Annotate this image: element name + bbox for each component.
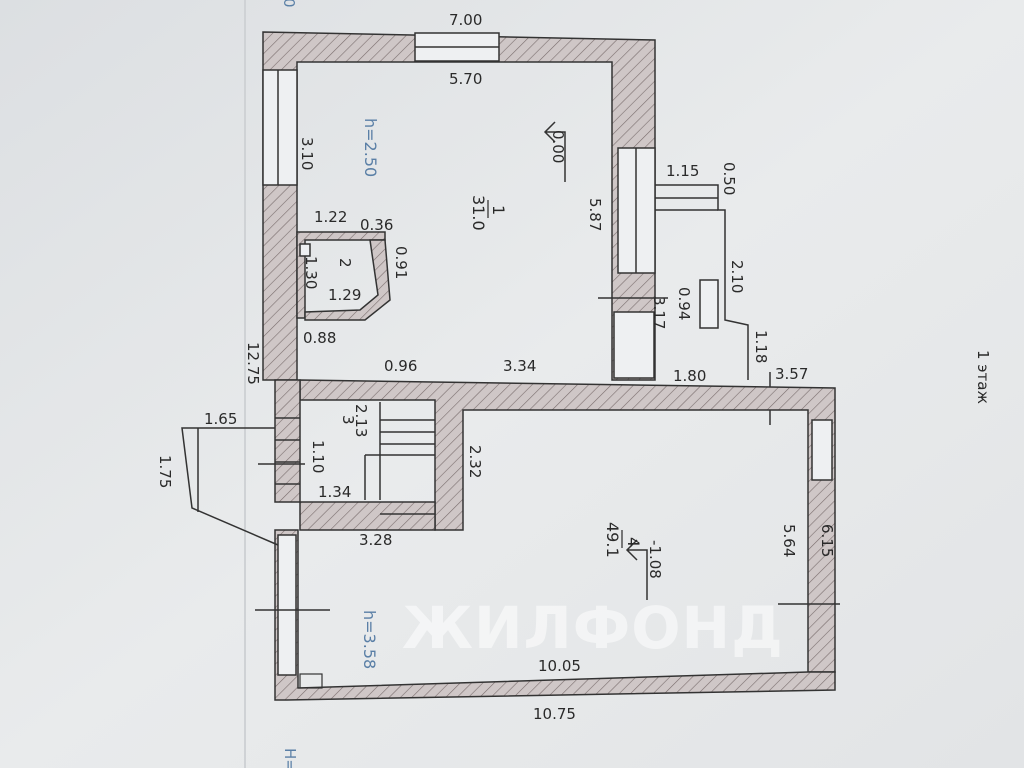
room-3-number: 3 xyxy=(339,415,357,425)
room-1-area: 31.0 xyxy=(469,195,488,231)
dim-0-88: 0.88 xyxy=(303,329,336,347)
dim-0-96: 0.96 xyxy=(384,357,417,375)
dim-5-87: 5.87 xyxy=(586,198,604,231)
dim-3-28: 3.28 xyxy=(359,531,392,549)
dim-6-15: 6.15 xyxy=(818,524,836,557)
dim-1-34: 1.34 xyxy=(318,483,351,501)
left-porch xyxy=(181,427,279,546)
room-4-number: 4 xyxy=(624,537,643,547)
dim-1-10: 1.10 xyxy=(309,440,327,473)
room-4-level: -1.08 xyxy=(646,540,664,579)
dim-5-70: 5.70 xyxy=(449,70,482,88)
dim-2-10: 2.10 xyxy=(728,260,746,293)
dim-7-00: 7.00 xyxy=(449,11,482,29)
dim-5-64: 5.64 xyxy=(780,524,798,557)
lower-block-walls xyxy=(255,379,840,701)
dim-1-80: 1.80 xyxy=(673,367,706,385)
dim-3-17: 3.17 xyxy=(650,296,668,329)
room-2-closet xyxy=(296,231,391,321)
dim-1-18: 1.18 xyxy=(752,330,770,363)
edge-fragment-top: 0 xyxy=(280,0,298,8)
dim-0-50: 0.50 xyxy=(720,162,738,195)
dimension-labels: 7.00 5.70 3.10 5.87 1.15 0.50 2.10 0.94 … xyxy=(156,11,836,723)
room-1-height: h=2.50 xyxy=(361,118,380,177)
dim-0-91: 0.91 xyxy=(392,246,410,279)
dim-1-65: 1.65 xyxy=(204,410,237,428)
dim-1-75: 1.75 xyxy=(156,455,174,488)
dim-3-34: 3.34 xyxy=(503,357,536,375)
dim-10-05: 10.05 xyxy=(538,657,581,675)
edge-fragment-bottom: H= xyxy=(281,748,299,768)
dim-2-13: 2.13 xyxy=(352,404,370,437)
room-4-height: h=3.58 xyxy=(360,610,379,669)
dim-1-29: 1.29 xyxy=(328,286,361,304)
dim-2-32: 2.32 xyxy=(466,445,484,478)
dim-10-75: 10.75 xyxy=(533,705,576,723)
level-markers xyxy=(543,121,648,600)
dim-3-57: 3.57 xyxy=(775,365,808,383)
dim-3-10: 3.10 xyxy=(298,137,316,170)
room-1-level: 0.00 xyxy=(549,130,567,163)
upper-block-walls xyxy=(262,31,668,381)
dim-1-30: 1.30 xyxy=(302,256,320,289)
watermark: ЖИЛФОНД xyxy=(402,594,784,662)
dim-12-75: 12.75 xyxy=(244,342,262,385)
floor-label: 1 этаж xyxy=(974,350,992,404)
room-2-number: 2 xyxy=(336,258,354,268)
dim-0-36: 0.36 xyxy=(360,216,393,234)
room-4-area: 49.1 xyxy=(603,522,622,558)
dim-1-15: 1.15 xyxy=(666,162,699,180)
staircase xyxy=(258,402,435,515)
room-1-number: 1 xyxy=(489,205,508,215)
room-labels: 1 31.0 h=2.50 0.00 2 3 4 49.1 h=3.58 -1.… xyxy=(336,118,664,669)
dim-1-22: 1.22 xyxy=(314,208,347,226)
dim-0-94: 0.94 xyxy=(675,287,693,320)
